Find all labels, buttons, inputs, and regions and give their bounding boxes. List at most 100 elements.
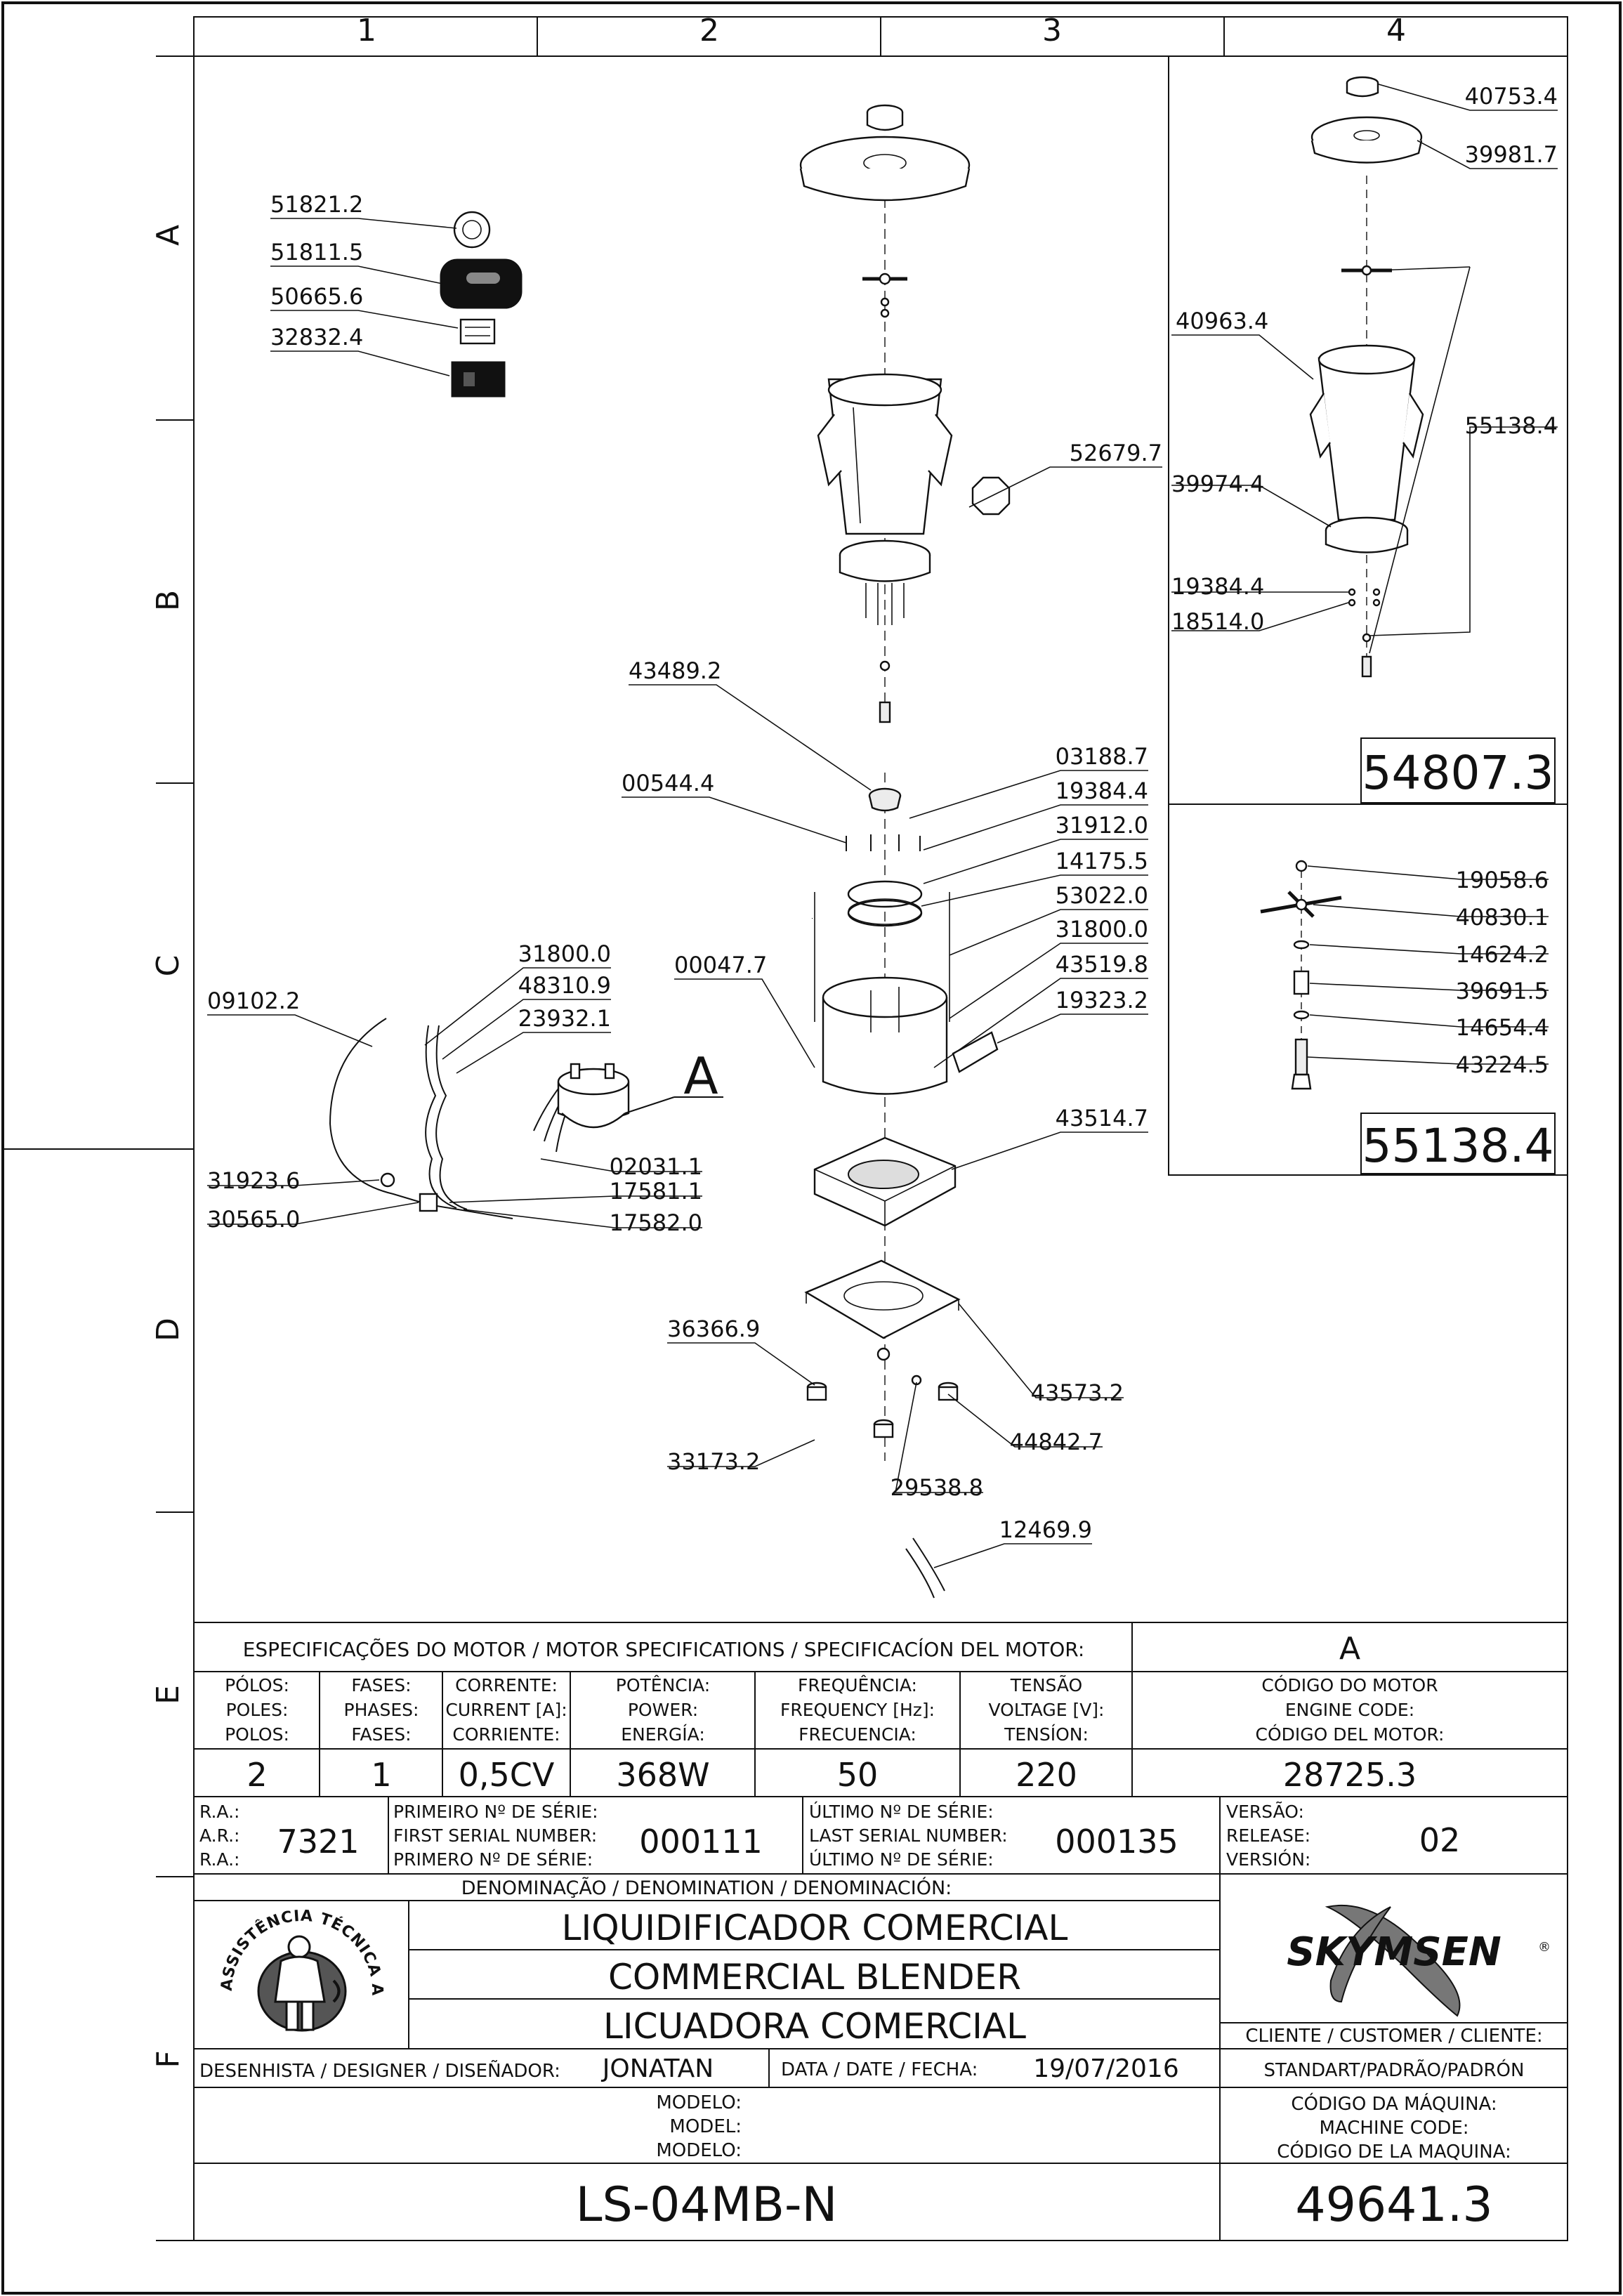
serial-numbers-row: R.A.: A.R.: R.A.: 7321 PRIMEIRO Nº DE SÉ… [194,1797,1568,1875]
callout-43514-7: 43514.7 [1056,1105,1148,1131]
callout-53022-0: 53022.0 [1056,882,1148,909]
engine-code-label: CÓDIGO DO MOTOR [1261,1674,1438,1695]
switch-part [451,361,506,398]
callout-labels: 51821.2 51811.5 50665.6 32832.4 52679.7 … [207,83,1558,1543]
machine-code-value: 49641.3 [1295,2177,1492,2233]
customer-label: CLIENTE / CUSTOMER / CLIENTE: [1245,2026,1542,2047]
callout-12469-9: 12469.9 [999,1516,1092,1543]
jar-assembly-code: 54807.3 [1362,746,1554,800]
date-value: 19/07/2016 [1033,2054,1179,2083]
grid-row-a: A [150,225,186,246]
grid-col-4: 4 [1386,13,1406,48]
engine-code-label: ENGINE CODE: [1285,1700,1414,1720]
callout-14175-5: 14175.5 [1056,848,1148,874]
grid-col-2: 2 [699,13,719,48]
frequency-label: FREQUENCY [Hz]: [780,1700,935,1720]
callout-39981-7: 39981.7 [1465,141,1558,168]
voltage-label: VOLTAGE [V]: [989,1700,1105,1720]
callout-31912-0: 31912.0 [1056,812,1148,839]
version-label: VERSIÓN: [1226,1849,1310,1870]
callout-03188-7: 03188.7 [1056,743,1148,770]
callout-18514-0: 18514.0 [1171,608,1264,635]
frequency-label: FRECUENCIA: [799,1724,916,1745]
leader-lines [207,84,1558,1568]
callout-51821-2: 51821.2 [270,191,363,218]
ra-label: R.A.: [199,1849,239,1870]
motor-specs-table: ESPECIFICAÇÕES DO MOTOR / MOTOR SPECIFIC… [194,1622,1568,1797]
phases-value: 1 [371,1756,391,1794]
ra-label: A.R.: [199,1825,239,1846]
grid-col-1: 1 [357,13,376,48]
current-value: 0,5CV [459,1756,555,1794]
poles-label: POLOS: [225,1724,289,1745]
power-label: POTÊNCIA: [616,1675,710,1695]
grid-row-e: E [150,1685,186,1705]
model-value: LS-04MB-N [576,2177,838,2233]
callout-14654-4: 14654.4 [1456,1014,1549,1041]
first-serial-label: PRIMEIRO Nº DE SÉRIE: [393,1802,598,1822]
callout-39974-4: 39974.4 [1171,471,1264,497]
frequency-value: 50 [837,1756,879,1794]
motor-housing-part [822,997,948,1095]
callout-00047-7: 00047.7 [674,952,767,978]
engine-code-label: CÓDIGO DEL MOTOR: [1256,1724,1445,1745]
frequency-label: FREQUÊNCIA: [798,1675,917,1695]
grid-row-f: F [150,2050,186,2068]
voltage-value: 220 [1016,1756,1077,1794]
customer-value: STANDART/PADRÃO/PADRÓN [1264,2059,1525,2081]
callout-19323-2: 19323.2 [1056,987,1148,1013]
motor-specs-letter: A [1339,1631,1360,1667]
machine-code-label: CÓDIGO DA MÁQUINA: [1291,2092,1497,2115]
callout-29538-8: 29538.8 [891,1474,983,1501]
motor-marker-a: A [683,1047,718,1106]
power-value: 368W [616,1756,709,1794]
denomination-heading: DENOMINAÇÃO / DENOMINATION / DENOMINACIÓ… [461,1877,952,1899]
model-label: MODELO: [656,2092,742,2113]
callout-55138-4: 55138.4 [1465,412,1558,439]
grid-row-b: B [150,590,186,611]
jar-assembly-code-box [1360,737,1556,803]
current-label: CORRENTE: [455,1675,558,1695]
designer-label: DESENHISTA / DESIGNER / DISEÑADOR: [199,2059,560,2082]
denomination-line-en: COMMERCIAL BLENDER [608,1957,1021,1997]
denomination-line-es: LICUADORA COMERCIAL [603,2006,1026,2047]
callout-43573-2: 43573.2 [1031,1379,1124,1406]
power-label: POWER: [628,1700,698,1720]
voltage-label: TENSÃO [1010,1674,1082,1695]
callout-52679-7: 52679.7 [1070,440,1162,466]
callout-33173-2: 33173.2 [667,1448,760,1475]
last-serial-label: LAST SERIAL NUMBER: [809,1825,1008,1846]
callout-44842-7: 44842.7 [1010,1429,1103,1455]
callout-31923-6: 31923.6 [207,1167,300,1194]
callout-40963-4: 40963.4 [1176,308,1268,334]
ra-label: R.A.: [199,1802,239,1822]
callout-09102-2: 09102.2 [207,988,300,1014]
poles-label: PÓLOS: [225,1674,289,1695]
engine-code-value: 28725.3 [1283,1756,1417,1794]
last-serial-value: 000135 [1055,1823,1178,1861]
small-parts-group [440,211,523,398]
jar-assembly-detail [1309,76,1424,678]
grid-row-c: C [150,955,186,977]
phases-label: PHASES: [344,1700,419,1720]
version-value: 02 [1419,1821,1461,1859]
motor-specs-heading: ESPECIFICAÇÕES DO MOTOR / MOTOR SPECIFIC… [243,1637,1085,1661]
machine-code-label: CÓDIGO DE LA MAQUINA: [1277,2140,1511,2163]
callout-23932-1: 23932.1 [518,1005,611,1032]
callout-17581-1: 17581.1 [610,1178,702,1205]
first-serial-label: FIRST SERIAL NUMBER: [393,1825,597,1846]
callout-00544-4: 00544.4 [622,770,714,796]
poles-value: 2 [247,1756,267,1794]
motor-wiring-group [329,1018,630,1219]
base-plate-part [804,1259,961,1339]
grid-row-d: D [150,1318,186,1341]
grid-col-3: 3 [1042,13,1062,48]
ra-value: 7321 [277,1823,359,1861]
brand-wordmark: SKYMSEN [1287,1929,1501,1975]
callout-14624-2: 14624.2 [1456,941,1549,968]
phases-label: FASES: [351,1675,411,1695]
callout-39691-5: 39691.5 [1456,978,1549,1004]
callout-31800-0: 31800.0 [1056,916,1148,943]
power-label: ENERGÍA: [621,1724,705,1745]
